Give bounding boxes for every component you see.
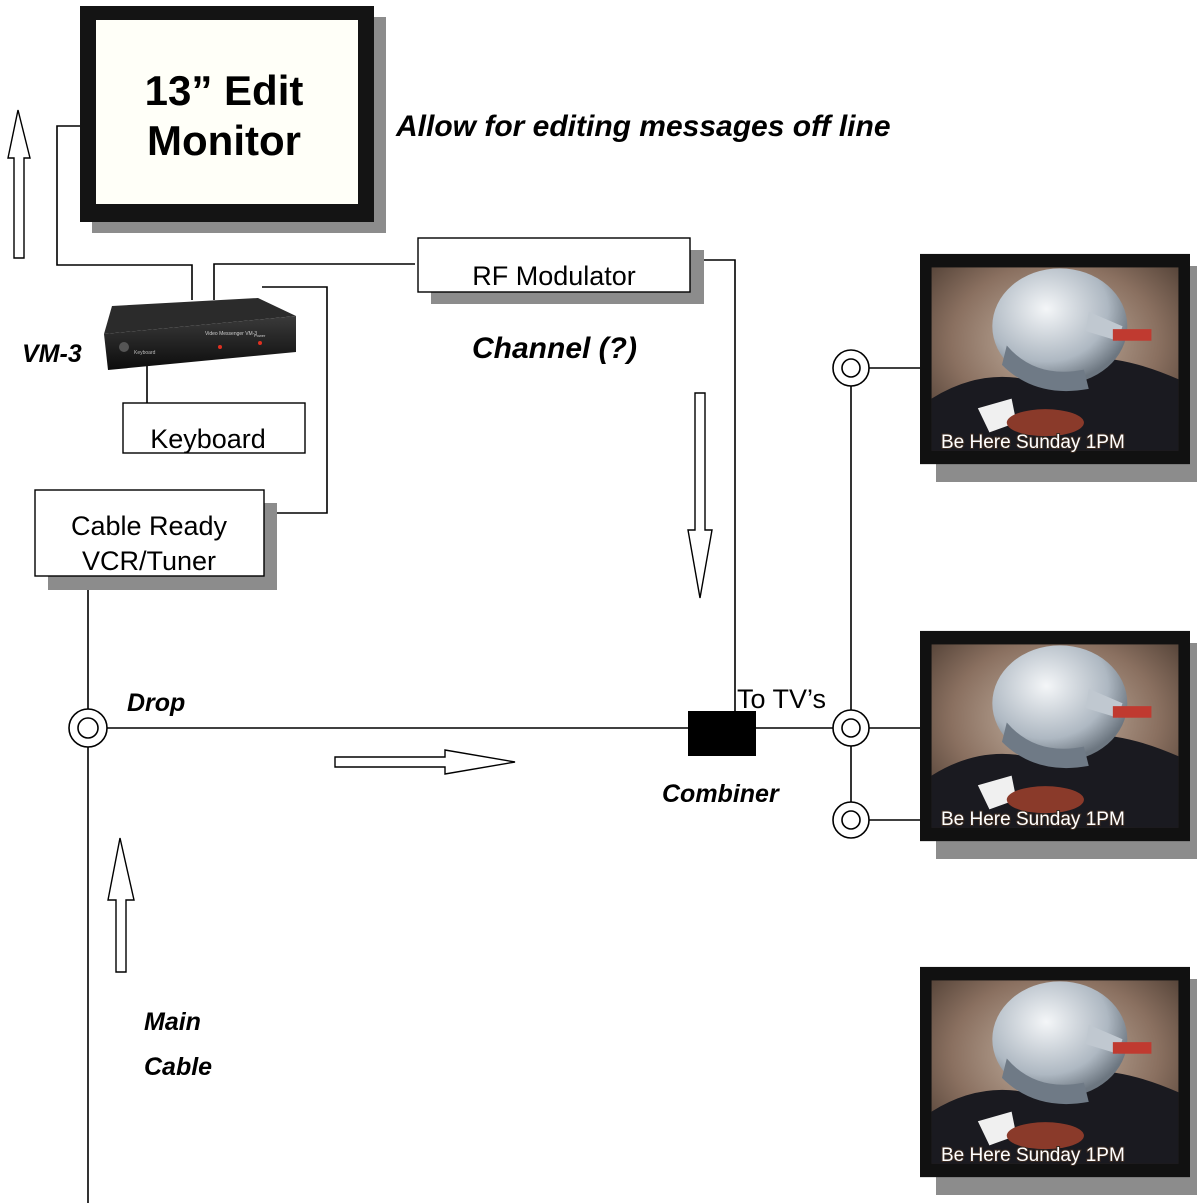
- monitor-to-vm3-line: [56, 125, 193, 300]
- combiner-box: [688, 711, 756, 756]
- modulator-to-combiner-line: [690, 259, 736, 712]
- vm3-to-vcr-line: [262, 286, 328, 514]
- vm3-power-label: Power: [254, 333, 266, 338]
- tv-tap-1-inner: [841, 358, 861, 378]
- main-cable-up-arrow-icon: [107, 837, 135, 973]
- tv-3: Be Here Sunday 1PM: [920, 966, 1197, 1195]
- rf-modulator-box: [417, 237, 691, 293]
- main-cable-label-line1: Main: [144, 1008, 201, 1036]
- vcr-tuner-line2: VCR/Tuner: [82, 546, 216, 576]
- combiner-label: Combiner: [662, 780, 780, 808]
- tv-tap-3: [832, 801, 870, 839]
- tv-tap-2-inner: [841, 718, 861, 738]
- keyboard: Keyboard: [122, 402, 306, 454]
- tv-2-caption: Be Here Sunday 1PM: [941, 809, 1125, 830]
- cable-lines: [56, 125, 922, 1203]
- vm3-top: [104, 298, 296, 334]
- right-arrow-icon: [334, 749, 516, 775]
- to-tvs-label: To TV’s: [737, 684, 826, 714]
- vm3-label: VM-3: [22, 340, 82, 368]
- vm3-led-left: [218, 345, 222, 349]
- tv-3-caption: Be Here Sunday 1PM: [941, 1145, 1125, 1166]
- vm3-keyboard-port: Keyboard: [134, 350, 156, 356]
- vcr-tuner-box: [34, 489, 265, 577]
- edit-monitor-line1: 13” Edit: [145, 67, 304, 114]
- drop-tap-inner: [77, 717, 99, 739]
- up-arrow-icon: [7, 109, 31, 259]
- down-arrow-icon: [687, 392, 713, 599]
- edit-offline-note: Allow for editing messages off line: [395, 110, 891, 143]
- vcr-tuner-line1: Cable Ready: [71, 511, 228, 541]
- tv-tap-2: [832, 709, 870, 747]
- keyboard-label: Keyboard: [150, 424, 266, 454]
- tv-2: Be Here Sunday 1PM: [920, 630, 1197, 859]
- edit-monitor: 13” Edit Monitor: [80, 6, 386, 233]
- tv-tap-1: [832, 349, 870, 387]
- edit-monitor-line2: Monitor: [147, 117, 301, 164]
- main-cable-label-line2: Cable: [144, 1053, 212, 1081]
- vm3-led-right: [258, 341, 262, 345]
- tv-1-caption: Be Here Sunday 1PM: [941, 432, 1125, 453]
- keyboard-box: [122, 402, 306, 454]
- edit-monitor-screen: [96, 20, 358, 204]
- vm3-knob: [119, 342, 129, 352]
- vm3-panel-title: Video Messenger VM-3: [205, 331, 257, 337]
- vm3-to-modulator-line: [213, 263, 415, 300]
- vm3-device: Keyboard Video Messenger VM-3 Power: [104, 298, 296, 370]
- rf-modulator-label: RF Modulator: [472, 261, 636, 291]
- vm3-front: [104, 316, 296, 370]
- vcr-tuner: Cable Ready VCR/Tuner: [34, 489, 277, 590]
- channel-note: Channel (?): [472, 332, 637, 365]
- drop-label: Drop: [127, 689, 185, 717]
- rf-modulator: RF Modulator: [417, 237, 704, 304]
- tv-tap-3-inner: [841, 810, 861, 830]
- tv-1: Be Here Sunday 1PM: [920, 253, 1197, 482]
- drop-tap: [68, 708, 108, 748]
